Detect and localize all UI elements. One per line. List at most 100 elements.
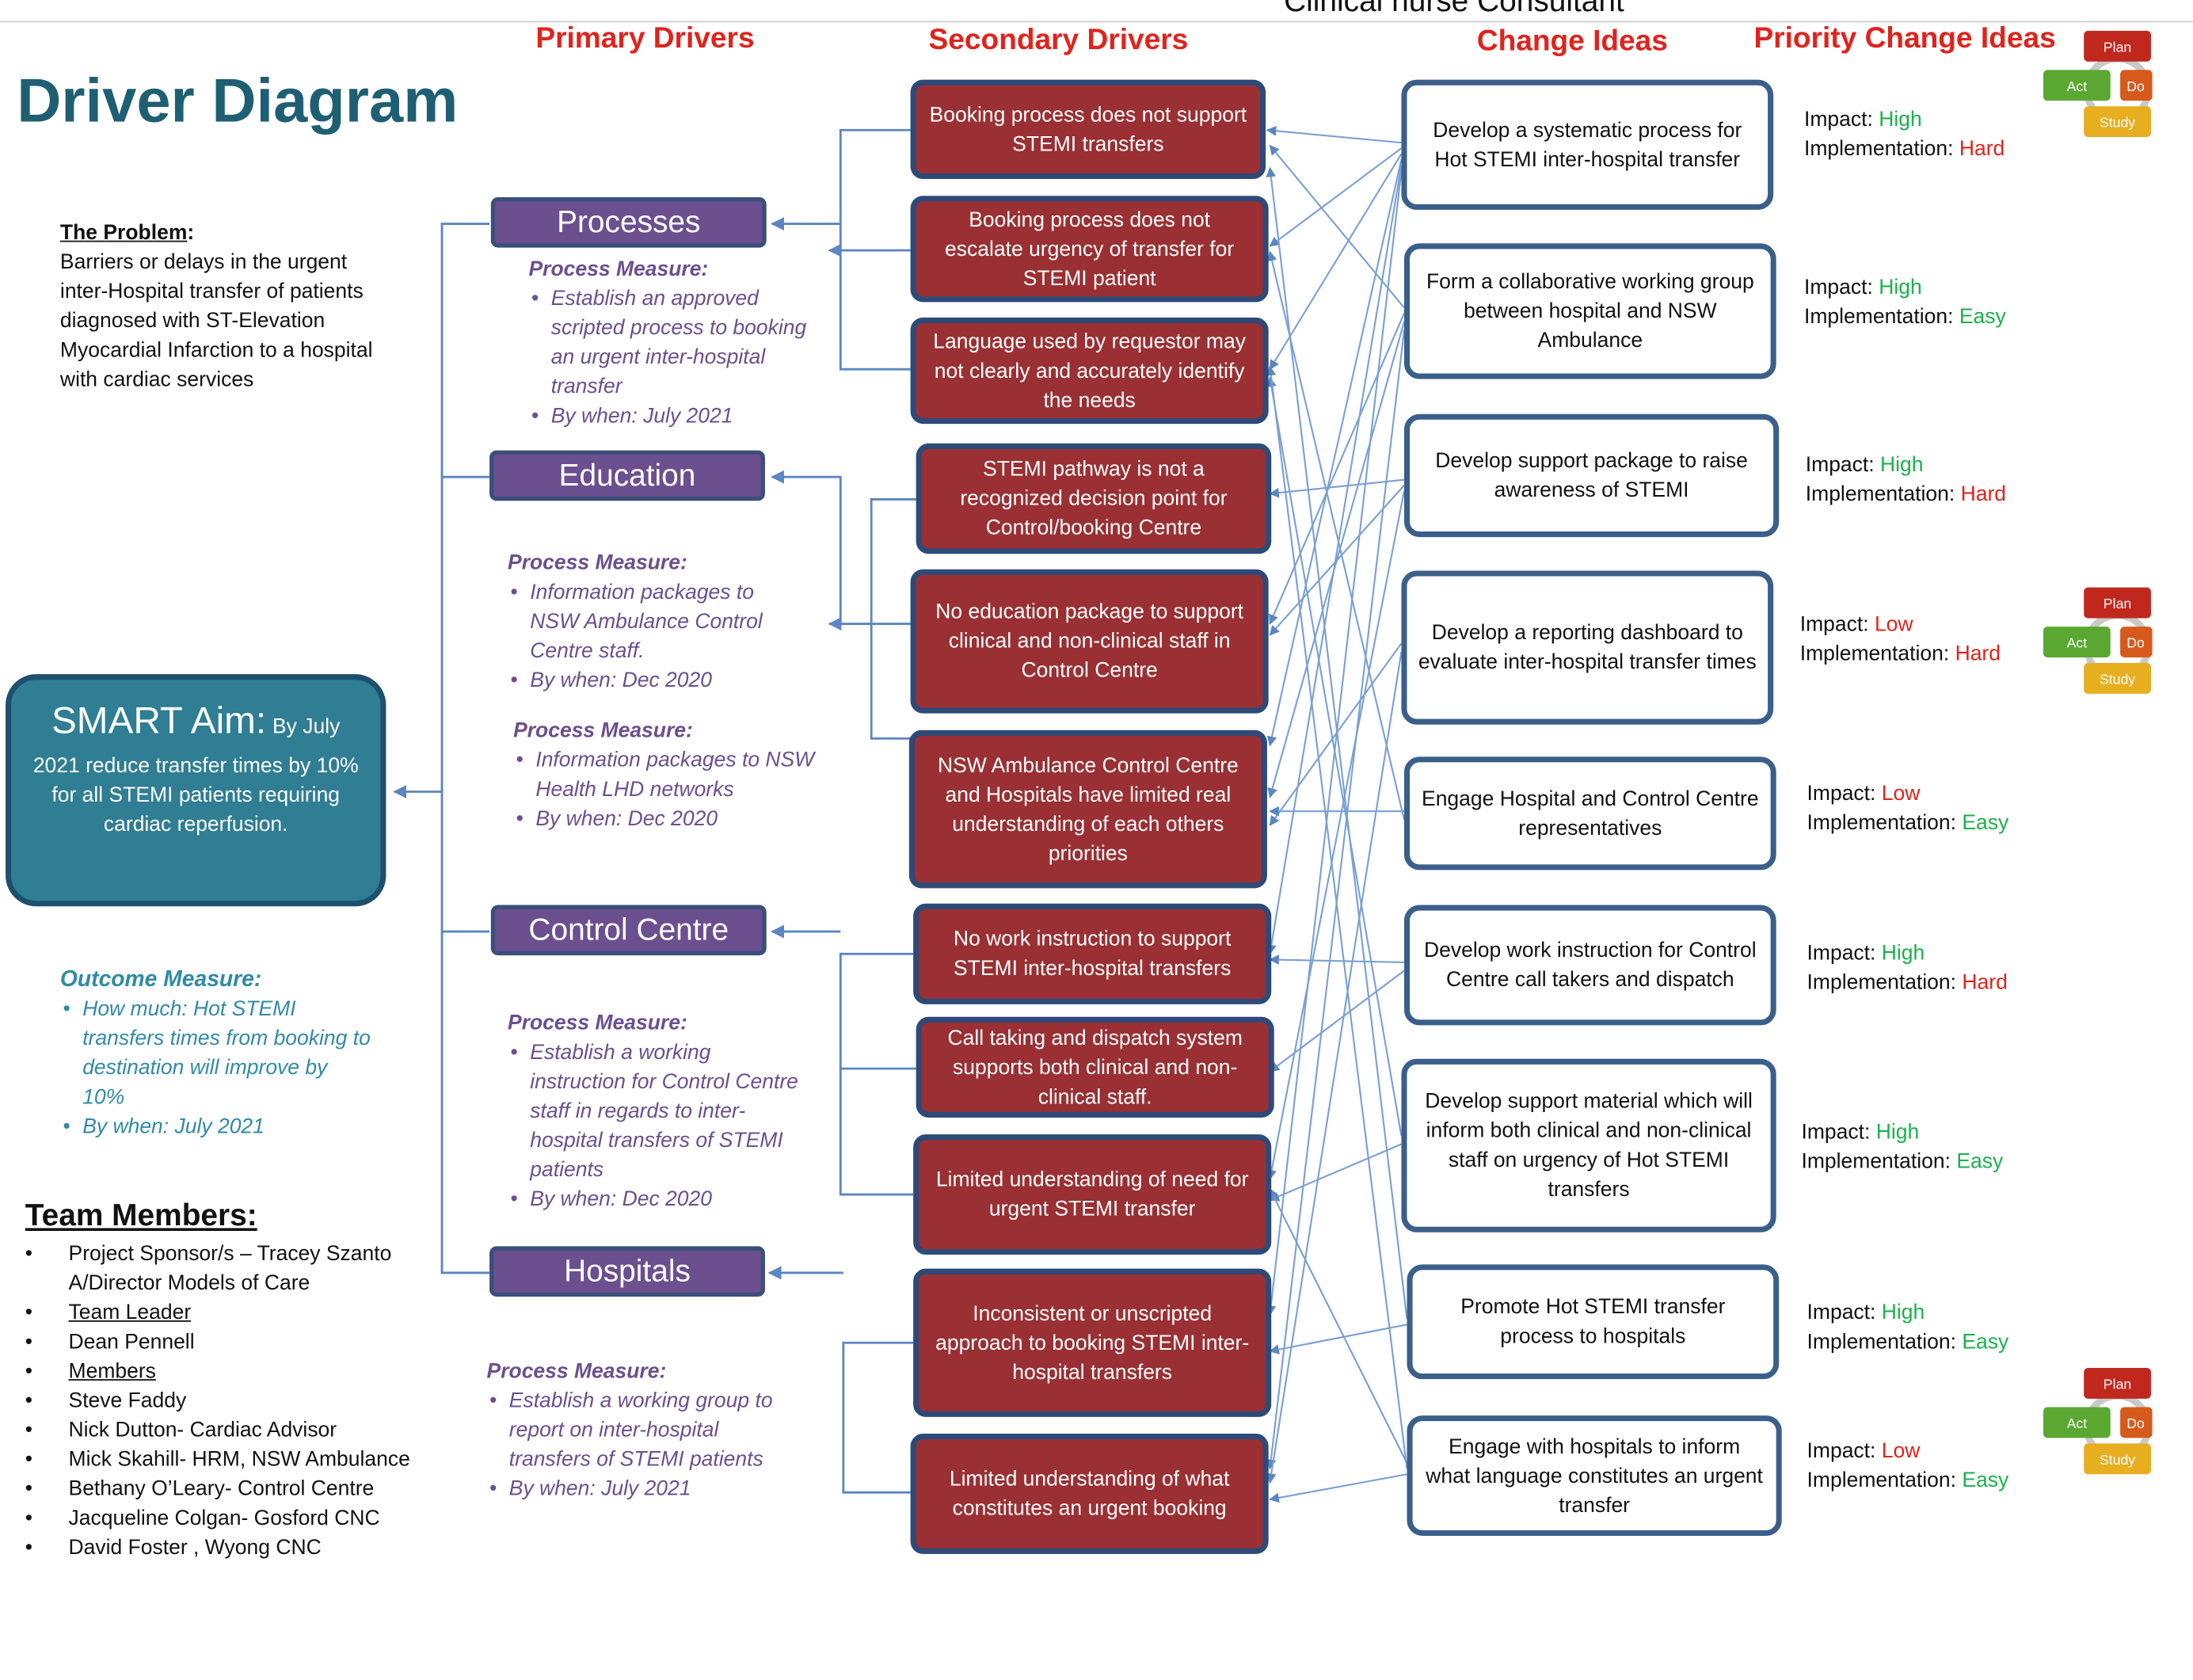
- implementation-label: Implementation:: [1799, 642, 1950, 666]
- change-idea: Develop a reporting dashboard to evaluat…: [1401, 570, 1774, 725]
- smart-aim-heading: SMART Aim:: [51, 699, 267, 741]
- implementation-value: Easy: [1962, 811, 2009, 836]
- impact-label: Impact:: [1807, 782, 1876, 806]
- pdsa-study-label: Study: [2100, 1452, 2135, 1468]
- process-measure: Process Measure: Information packages to…: [513, 716, 820, 834]
- pdsa-plan-label: Plan: [2104, 596, 2131, 611]
- process-measure: Process Measure: Establish an approved s…: [529, 254, 816, 431]
- process-measure-item: By when: Dec 2020: [513, 804, 820, 833]
- connector-change-3: [1269, 478, 1405, 498]
- pdsa-do-label: Do: [2126, 1415, 2145, 1431]
- secondary-driver: Inconsistent or unscripted approach to b…: [913, 1268, 1272, 1417]
- secondary-driver: No work instruction to support STEMI int…: [913, 903, 1272, 1004]
- connector-change-9: [1266, 365, 1408, 1469]
- change-idea: Develop a systematic process for Hot STE…: [1401, 79, 1774, 210]
- problem-statement: The Problem: Barriers or delays in the u…: [59, 221, 373, 392]
- connector-change-6: [1269, 954, 1404, 966]
- outcome-heading: Outcome Measure:: [59, 968, 262, 992]
- process-measure-heading: Process Measure:: [528, 257, 709, 281]
- connector-change-1: [1266, 170, 1403, 1316]
- connector-change-2: [1269, 313, 1405, 625]
- pdsa-cycle-icon: Plan Act Do Study: [2043, 30, 2153, 138]
- process-measure-item: By when: Dec 2020: [508, 666, 787, 695]
- implementation-label: Implementation:: [1804, 137, 1954, 162]
- problem-text: Barriers or delays in the urgent inter-H…: [59, 250, 373, 392]
- team-members: Team Members: Project Sponsor/s – Tracey…: [25, 1198, 417, 1563]
- primary-driver-hospitals: Hospitals: [489, 1246, 765, 1297]
- priority-rating: Impact: High Implementation: Hard: [1807, 939, 2008, 997]
- implementation-label: Implementation:: [1805, 482, 1955, 507]
- impact-label: Impact:: [1804, 275, 1873, 299]
- impact-label: Impact:: [1807, 1439, 1876, 1464]
- implementation-label: Implementation:: [1807, 1469, 1957, 1493]
- implementation-value: Hard: [1959, 137, 2005, 162]
- team-member: Mick Skahill- HRM, NSW Ambulance: [25, 1445, 417, 1474]
- impact-label: Impact:: [1807, 1301, 1876, 1325]
- secondary-driver: Language used by requestor may not clear…: [910, 317, 1269, 425]
- pdsa-study-label: Study: [2100, 672, 2135, 688]
- secondary-driver: Limited understanding of need for urgent…: [913, 1134, 1272, 1255]
- process-measure-item: By when: Dec 2020: [508, 1185, 801, 1214]
- connector-change-5: [1266, 250, 1405, 821]
- process-measure-heading: Process Measure:: [513, 718, 693, 743]
- process-measure-item: By when: July 2021: [529, 402, 816, 431]
- pdsa-act-label: Act: [2067, 1415, 2088, 1431]
- impact-value: High: [1879, 107, 1922, 131]
- change-idea: Develop support package to raise awarene…: [1403, 413, 1780, 538]
- priority-rating: Impact: High Implementation: Hard: [1806, 451, 2006, 509]
- implementation-label: Implementation:: [1804, 304, 1954, 329]
- change-idea: Form a collaborative working group betwe…: [1403, 243, 1776, 379]
- smart-aim-box: SMART Aim: By July 2021 reduce transfer …: [6, 674, 386, 907]
- priority-rating: Impact: Low Implementation: Hard: [1800, 610, 2001, 669]
- pdsa-act-label: Act: [2067, 635, 2088, 651]
- secondary-driver: Call taking and dispatch system supports…: [916, 1016, 1274, 1118]
- priority-rating: Impact: High Implementation: Easy: [1807, 1298, 2009, 1357]
- implementation-value: Hard: [1962, 970, 2008, 995]
- page-title: Driver Diagram: [17, 67, 459, 136]
- impact-value: High: [1881, 1301, 1925, 1325]
- outcome-item: How much: Hot STEMI transfers times from…: [60, 995, 375, 1112]
- connector-change-7: [1269, 1143, 1402, 1202]
- impact-label: Impact:: [1804, 107, 1873, 131]
- cropped-header-text: Clinical nurse Consultant: [1284, 0, 1624, 18]
- impact-value: Low: [1874, 612, 1913, 637]
- primary-driver-control-centre: Control Centre: [490, 905, 767, 956]
- header-primary-drivers: Primary Drivers: [535, 22, 755, 55]
- priority-rating: Impact: High Implementation: Easy: [1801, 1118, 2003, 1176]
- impact-value: High: [1880, 453, 1924, 478]
- connector-change-1: [1266, 125, 1402, 144]
- process-measure-item: By when: July 2021: [487, 1474, 788, 1503]
- connector-change-4: [1266, 651, 1403, 1484]
- outcome-item: By when: July 2021: [60, 1112, 375, 1141]
- process-measure-item: Establish an approved scripted process t…: [529, 284, 816, 401]
- connector-change-6: [1269, 970, 1405, 1072]
- secondary-driver: NSW Ambulance Control Centre and Hospita…: [908, 730, 1267, 889]
- impact-value: High: [1881, 941, 1925, 966]
- header-priority-change-ideas: Priority Change Ideas: [1753, 22, 2056, 55]
- impact-label: Impact:: [1807, 941, 1876, 966]
- connector-change-2: [1266, 330, 1406, 1470]
- team-member: Bethany O’Leary- Control Centre: [25, 1474, 417, 1503]
- implementation-value: Easy: [1959, 304, 2006, 329]
- primary-driver-education: Education: [489, 450, 765, 501]
- connector-hospitals-group: [842, 1341, 914, 1494]
- secondary-driver: Booking process does not support STEMI t…: [910, 79, 1266, 180]
- impact-value: High: [1879, 275, 1922, 299]
- change-idea: Engage Hospital and Control Centre repre…: [1403, 756, 1776, 870]
- smart-aim-by: By July: [272, 714, 341, 739]
- pdsa-do-label: Do: [2126, 635, 2145, 651]
- implementation-label: Implementation:: [1807, 970, 1957, 995]
- impact-label: Impact:: [1799, 612, 1869, 637]
- header-change-ideas: Change Ideas: [1476, 25, 1668, 58]
- impact-label: Impact:: [1805, 453, 1875, 478]
- outcome-measure: Outcome Measure: How much: Hot STEMI tra…: [60, 965, 375, 1141]
- connector-change-1: [1266, 159, 1403, 747]
- secondary-driver: Booking process does not escalate urgenc…: [910, 196, 1269, 303]
- implementation-label: Implementation:: [1801, 1149, 1951, 1174]
- implementation-label: Implementation:: [1807, 811, 1957, 836]
- impact-value: High: [1875, 1120, 1920, 1145]
- problem-heading: The Problem: [59, 221, 188, 246]
- priority-rating: Impact: High Implementation: Easy: [1804, 272, 2006, 331]
- team-member: Members: [25, 1357, 417, 1386]
- process-measure: Process Measure: Establish a working gro…: [487, 1357, 788, 1503]
